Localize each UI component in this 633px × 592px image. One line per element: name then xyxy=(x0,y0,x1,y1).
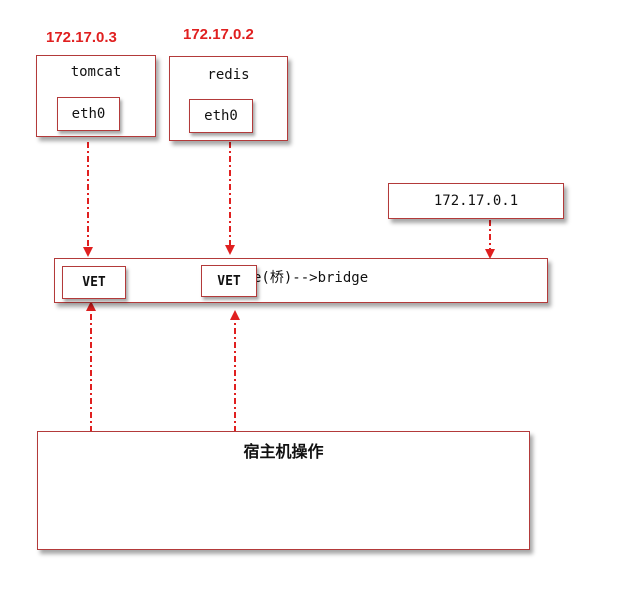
gateway-ip-box: 172.17.0.1 xyxy=(388,183,564,219)
tomcat-ip-label: 172.17.0.3 xyxy=(46,29,117,46)
bridge-label: e(桥)-->bridge xyxy=(253,270,369,286)
vet-left: VET xyxy=(62,266,126,299)
vet-right: VET xyxy=(201,265,257,297)
tomcat-title: tomcat xyxy=(70,64,122,80)
bridge-box: e(桥)-->bridge VET VET xyxy=(54,258,548,303)
host-box: 宿主机操作 xyxy=(37,431,530,550)
tomcat-eth0: eth0 xyxy=(57,97,120,131)
redis-ip-label: 172.17.0.2 xyxy=(183,26,254,43)
tomcat-container: tomcat eth0 xyxy=(36,55,156,137)
host-label: 宿主机操作 xyxy=(243,442,324,461)
redis-eth0: eth0 xyxy=(189,99,253,133)
gateway-ip-text: 172.17.0.1 xyxy=(433,193,519,209)
redis-container: redis eth0 xyxy=(169,56,288,141)
redis-title: redis xyxy=(207,67,250,83)
